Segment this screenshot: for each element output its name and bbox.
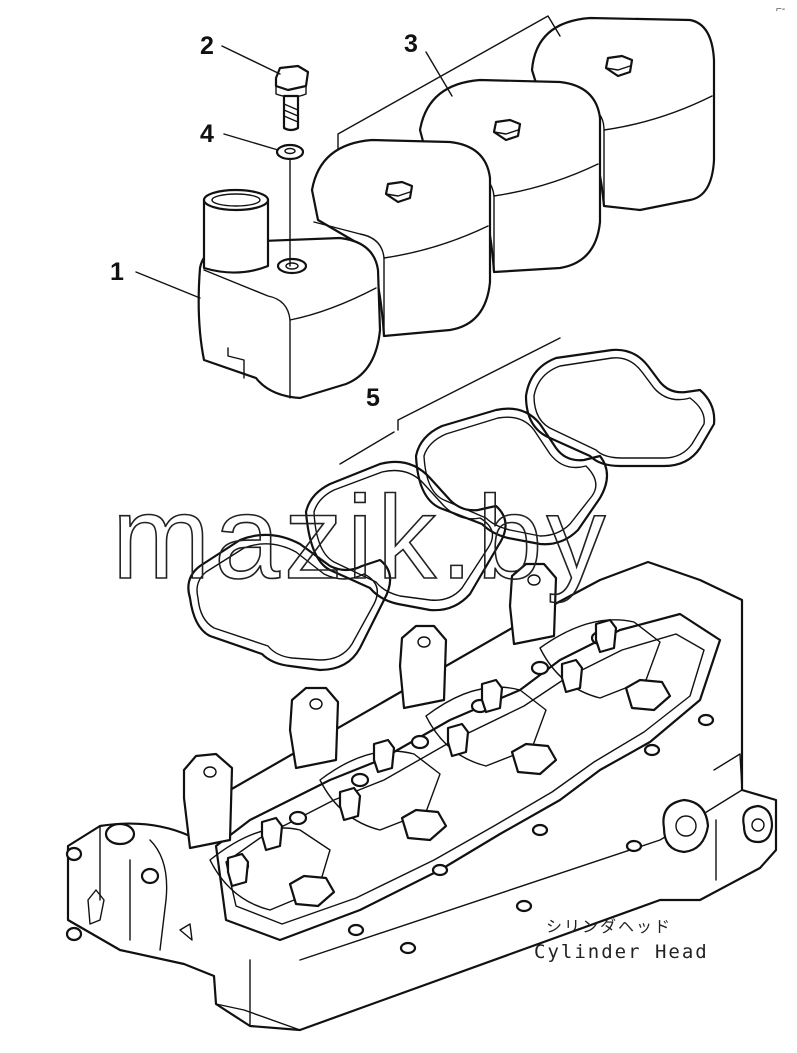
watermark: mazik.by	[112, 472, 610, 604]
cover-bolt-front	[384, 180, 414, 204]
cylinder-head-block	[65, 560, 778, 1032]
callout-5: 5	[366, 384, 380, 412]
callout-1: 1	[110, 258, 124, 286]
valve-ports	[209, 618, 672, 911]
caption-english: Cylinder Head	[534, 941, 709, 963]
cover-bolt-middle	[492, 118, 522, 142]
callout-4: 4	[200, 120, 214, 148]
cover-bolt-rear	[604, 54, 634, 78]
callout-leaders	[135, 45, 453, 299]
callout-2: 2	[200, 32, 214, 60]
head-cover-part-3	[310, 15, 716, 338]
head-cover-part-1	[197, 188, 382, 400]
caption-japanese: シリンダヘッド	[546, 917, 672, 936]
corner-mark: ⌐-	[776, 4, 785, 15]
washer-part-4	[275, 143, 305, 161]
gasket-part-5	[187, 337, 716, 672]
bolt-part-2	[274, 64, 310, 132]
callout-3: 3	[404, 30, 418, 58]
